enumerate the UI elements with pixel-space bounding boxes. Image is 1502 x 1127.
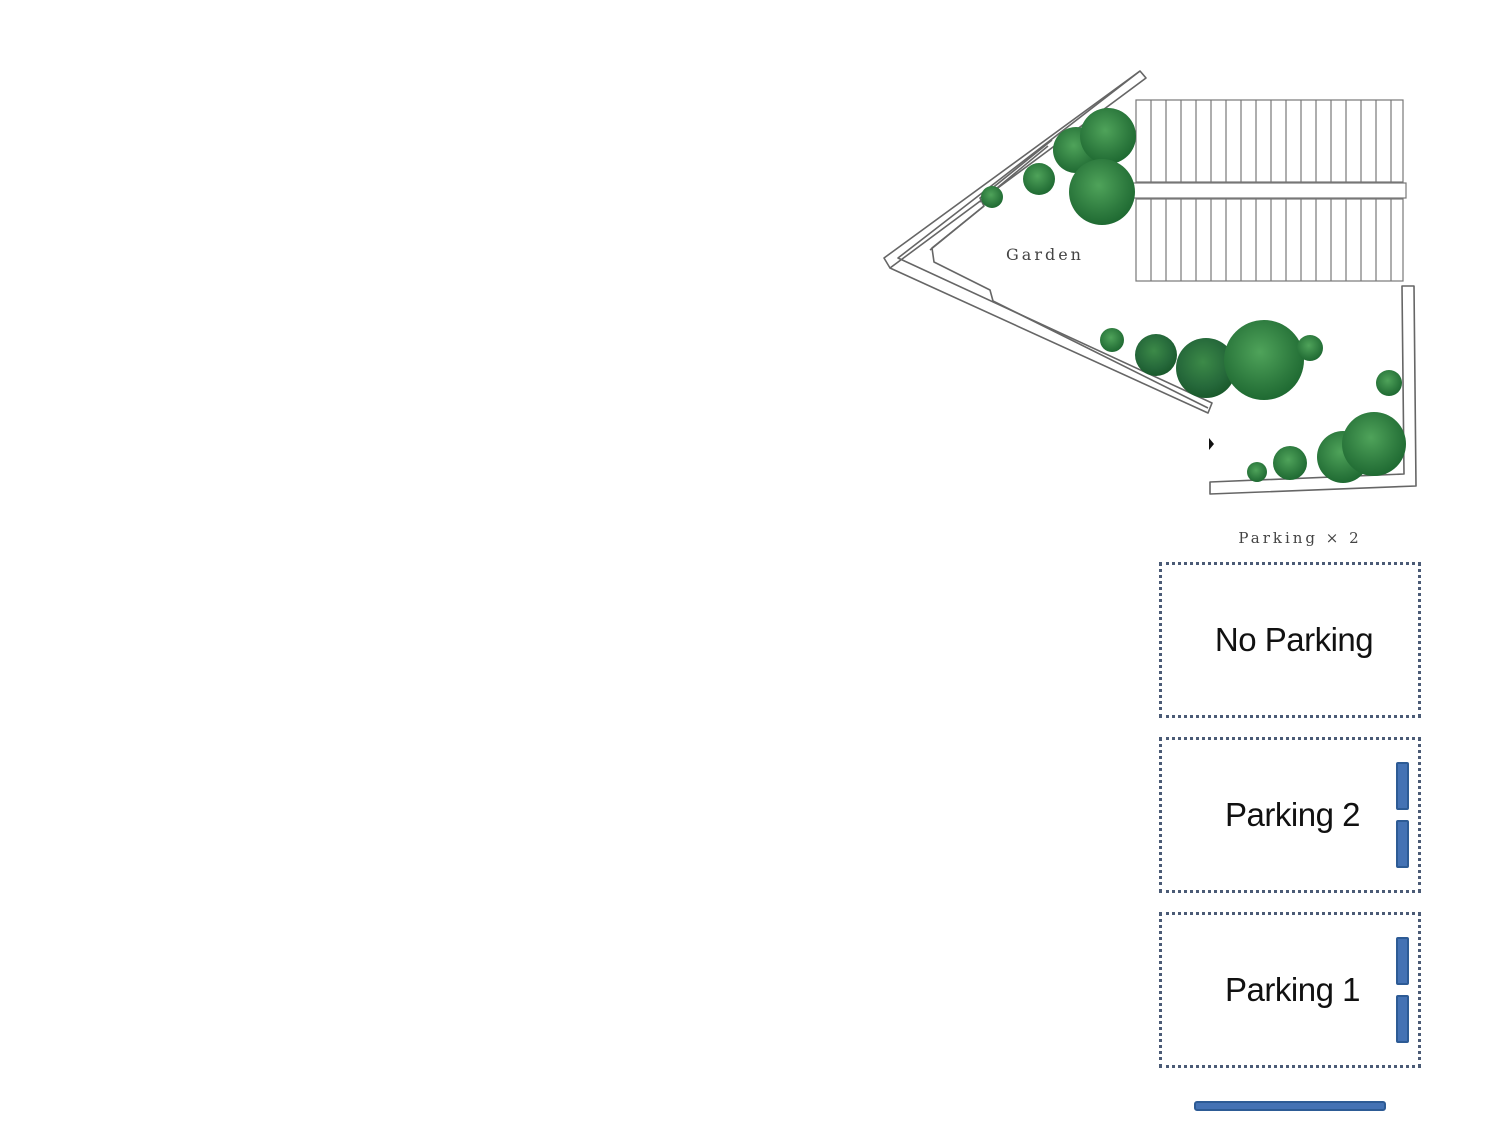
parking-1-label: Parking 1 [1225, 971, 1360, 1008]
parking-2-label: Parking 2 [1225, 796, 1360, 833]
tree [1023, 163, 1055, 195]
garden-label: Garden [1006, 245, 1084, 264]
parking-caption: Parking × 2 [1238, 529, 1361, 547]
garden-walls [883, 70, 1417, 495]
no-parking-label: No Parking [1214, 621, 1374, 658]
parked-car [1396, 762, 1409, 810]
parked-car [1396, 995, 1409, 1043]
entrance-arrow-icon [1209, 438, 1214, 450]
parked-car [1396, 820, 1409, 868]
tree [1273, 446, 1307, 480]
gate-bar [1194, 1101, 1386, 1111]
tree [1135, 334, 1177, 376]
no-parking-zone: No Parking [1159, 562, 1421, 718]
trees [981, 108, 1406, 483]
parked-car [1396, 937, 1409, 985]
tree [981, 186, 1003, 208]
tree [1376, 370, 1402, 396]
tree [1342, 412, 1406, 476]
slatted-deck [1131, 99, 1407, 282]
parking-2-zone: Parking 2 [1159, 737, 1421, 893]
tree [1080, 108, 1136, 164]
tree [1297, 335, 1323, 361]
tree [1176, 338, 1236, 398]
tree [1224, 320, 1304, 400]
tree [1069, 159, 1135, 225]
tree [1247, 462, 1267, 482]
tree [1100, 328, 1124, 352]
parking-1-zone: Parking 1 [1159, 912, 1421, 1068]
